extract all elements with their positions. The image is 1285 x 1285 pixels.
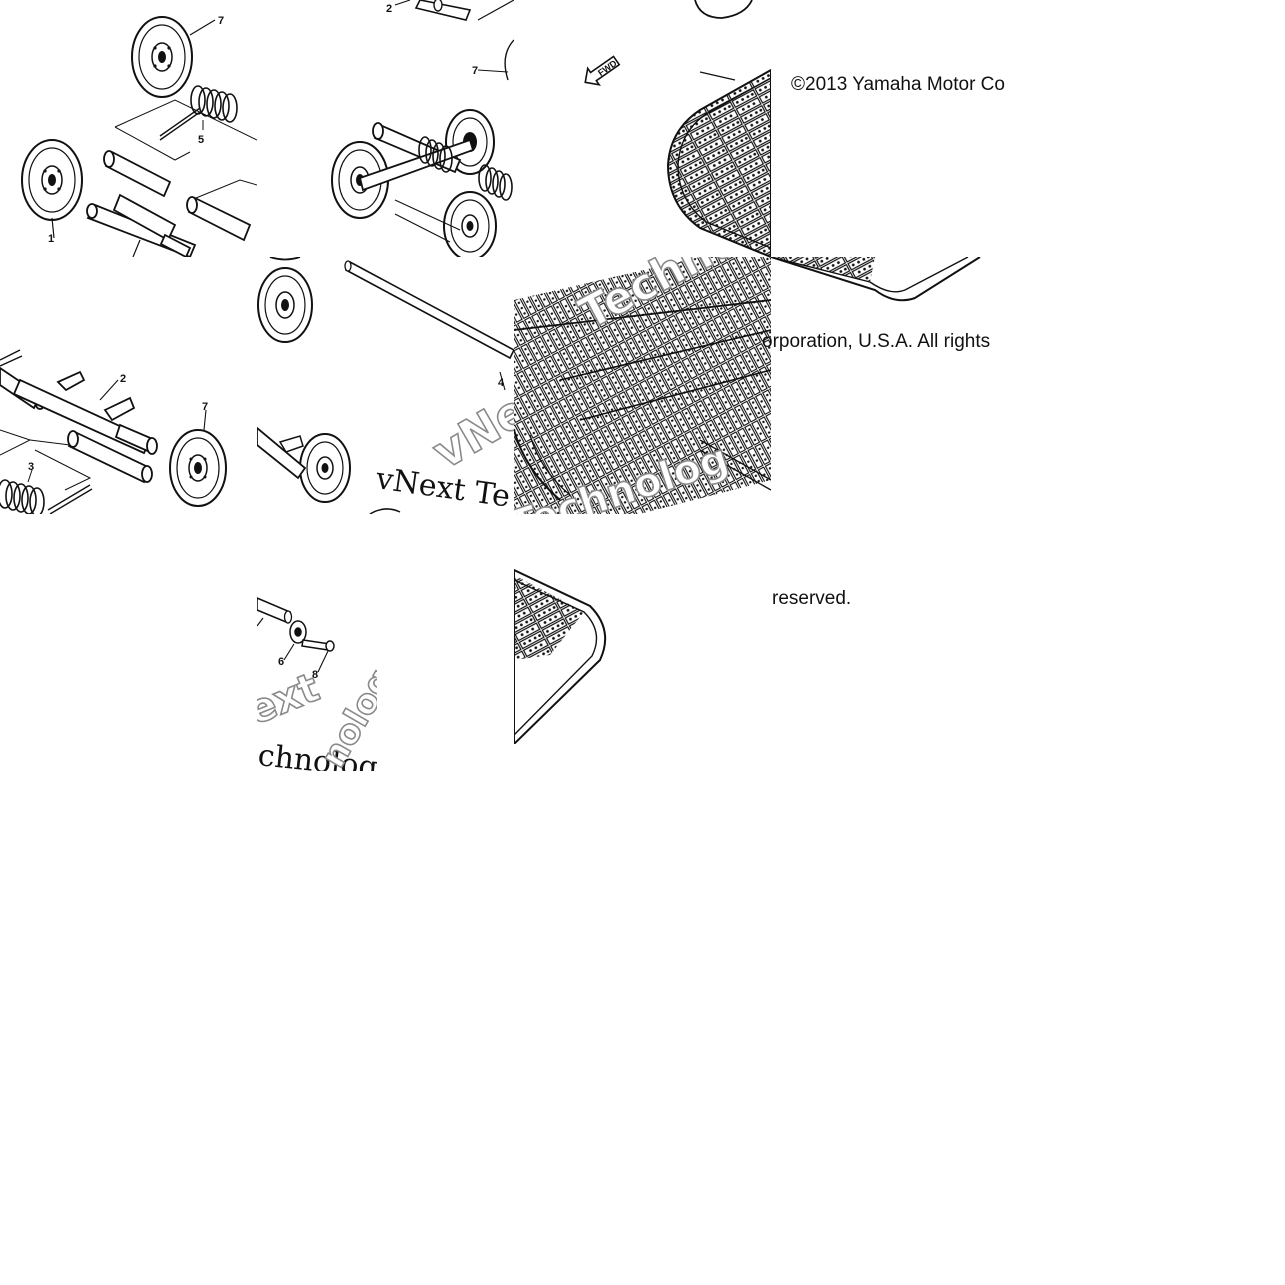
- copyright-line-2: orporation, U.S.A. All rights: [762, 331, 991, 352]
- axle-assembly: [86, 150, 252, 257]
- callout-number: 7: [472, 65, 478, 77]
- tile-rear-axle: 2 7: [331, 0, 514, 257]
- callout-number: 1: [48, 233, 54, 245]
- callout-number: 2: [386, 3, 392, 15]
- tile-bracket: 6 8 ext chnolog nolog: [257, 597, 401, 775]
- tile-track-mid: Techno Technolog: [514, 257, 771, 514]
- callout-number: 3: [28, 461, 34, 473]
- torsion-spring: [190, 85, 238, 123]
- copyright-line-3: reserved.: [772, 588, 852, 609]
- torsion-spring: [418, 136, 513, 201]
- copyright-line-1: ©2013 Yamaha Motor Co: [791, 74, 1005, 95]
- callout-number: 2: [120, 373, 126, 385]
- watermark-text: vNext Te: [373, 461, 512, 515]
- fwd-arrow-icon: FWD: [584, 55, 621, 86]
- callout-number: 4: [498, 377, 505, 389]
- tile-track-front: [514, 568, 607, 744]
- swing-arm: [0, 366, 158, 484]
- idler-wheel: [131, 16, 193, 98]
- idler-wheel: [299, 433, 351, 503]
- bracket-part: [289, 620, 335, 652]
- callout-number: 6: [278, 656, 284, 668]
- idler-wheel: [257, 267, 313, 343]
- callout-number: 8: [312, 669, 318, 681]
- tile-wheels-springs: 7 5 1: [21, 15, 257, 257]
- tile-track-rear: FWD: [584, 0, 771, 257]
- idler-wheel: [21, 139, 83, 221]
- track-curve: [771, 257, 981, 302]
- callout-number: 7: [202, 401, 208, 413]
- idler-wheel: [169, 429, 227, 507]
- callout-number: 5: [198, 134, 204, 146]
- callout-number: 7: [218, 15, 224, 27]
- tile-front-arm: 2 7 3: [0, 349, 227, 514]
- torsion-spring: [0, 479, 45, 514]
- watermark-text: nolog: [313, 662, 401, 775]
